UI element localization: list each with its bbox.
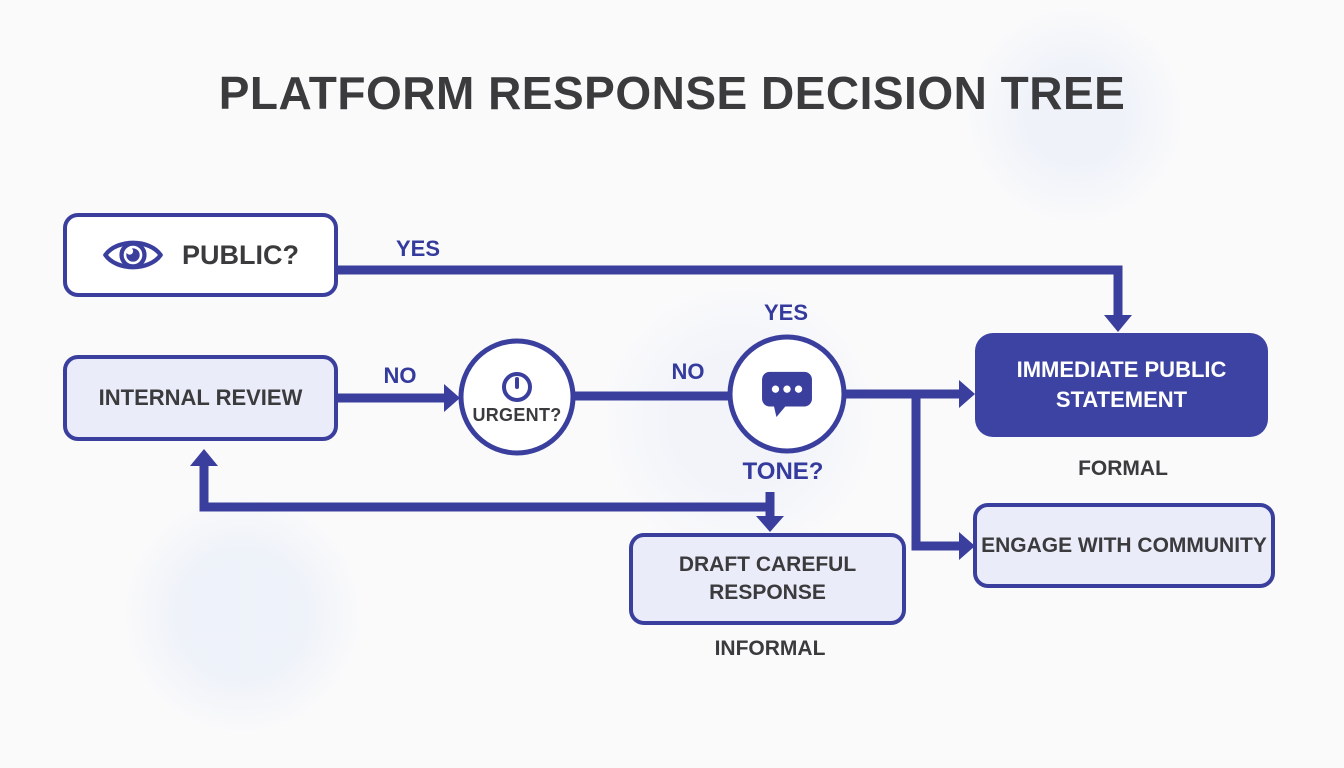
public-node-label: PUBLIC? [182,239,299,270]
chat-bubble-icon [762,371,812,418]
label-public-yes: YES [395,236,441,261]
label-urgent-no: NO [671,359,705,384]
immediate-label-line2: STATEMENT [1055,387,1188,412]
engage-label: ENGAGE WITH COMMUNITY [981,533,1267,557]
engage-with-community-node: ENGAGE WITH COMMUNITY [973,503,1275,588]
label-tone-question: TONE? [742,458,824,485]
label-informal: INFORMAL [714,637,826,660]
label-internal-no: NO [383,363,417,388]
diagram-title: PLATFORM RESPONSE DECISION TREE [218,67,1126,119]
arrowhead-down-draft [756,516,784,532]
label-formal: FORMAL [1078,457,1168,480]
urgent-node: URGENT? [461,343,573,453]
label-tone-yes: YES [763,300,809,325]
eye-icon [103,240,163,270]
edge-return-internal [199,465,770,512]
draft-label-line1: DRAFT CAREFUL [678,552,857,576]
arrowhead-right-engage [959,532,975,560]
arrowhead-right-urgent [444,384,460,412]
internal-review-label: INTERNAL REVIEW [98,385,303,410]
urgent-circle [458,338,576,456]
edge-branch-engage [911,394,960,551]
edge-public-yes [338,265,1123,317]
tone-node [730,337,844,451]
arrowhead-down-immediate [1104,315,1132,332]
draft-label-line2: RESPONSE [709,581,826,604]
internal-review-node: INTERNAL REVIEW [63,355,338,441]
immediate-public-statement-node: IMMEDIATE PUBLIC STATEMENT [975,333,1268,437]
arrowhead-right-immediate [959,380,975,408]
public-node: PUBLIC? [63,213,338,297]
immediate-label-line1: IMMEDIATE PUBLIC [1016,357,1227,383]
clock-icon [502,371,532,402]
arrowhead-up-internal [190,449,218,466]
draft-careful-response-node: DRAFT CAREFUL RESPONSE [629,533,906,625]
urgent-node-label: URGENT? [472,404,562,425]
